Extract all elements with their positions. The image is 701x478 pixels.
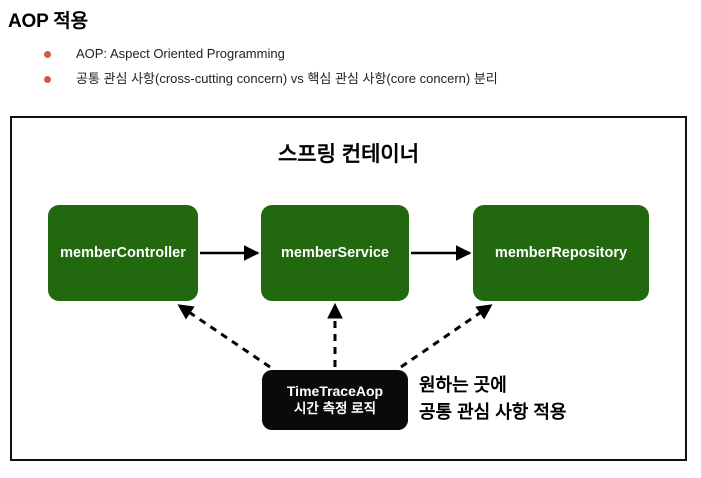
aspect-subtitle: 시간 측정 로직 [293, 400, 377, 416]
list-item-label: 공통 관심 사항(cross-cutting concern) vs 핵심 관심… [76, 71, 498, 86]
spring-container-diagram: 스프링 컨테이너 memberController memberService … [10, 116, 687, 461]
bean-box-memberservice[interactable]: memberService [261, 205, 409, 301]
bullet-dot-icon [44, 51, 51, 58]
bullet-dot-icon [44, 76, 51, 83]
bean-label: memberController [60, 245, 186, 261]
page-title: AOP 적용 [8, 11, 88, 32]
arrow-aspect-to-controller [177, 304, 271, 369]
bullet-list: AOP: Aspect Oriented Programming 공통 관심 사… [44, 44, 684, 94]
bean-box-memberrepository[interactable]: memberRepository [473, 205, 649, 301]
bean-box-membercontroller[interactable]: memberController [48, 205, 198, 301]
bean-label: memberService [280, 245, 389, 261]
aspect-annotation-line2: 공통 관심 사항 적용 [419, 402, 567, 422]
list-item: AOP: Aspect Oriented Programming [44, 44, 684, 69]
arrow-aspect-to-repository [400, 304, 493, 369]
aspect-box-timetraceaop[interactable]: TimeTraceAop 시간 측정 로직 [262, 370, 408, 430]
aspect-annotation: 원하는 곳에 공통 관심 사항 적용 [419, 372, 566, 426]
bean-label: memberRepository [494, 245, 628, 261]
aspect-annotation-line1: 원하는 곳에 [419, 375, 507, 395]
container-label: 스프링 컨테이너 [277, 143, 420, 166]
list-item-label: AOP: Aspect Oriented Programming [76, 46, 285, 61]
list-item: 공통 관심 사항(cross-cutting concern) vs 핵심 관심… [44, 69, 684, 94]
aspect-title: TimeTraceAop [286, 382, 384, 399]
